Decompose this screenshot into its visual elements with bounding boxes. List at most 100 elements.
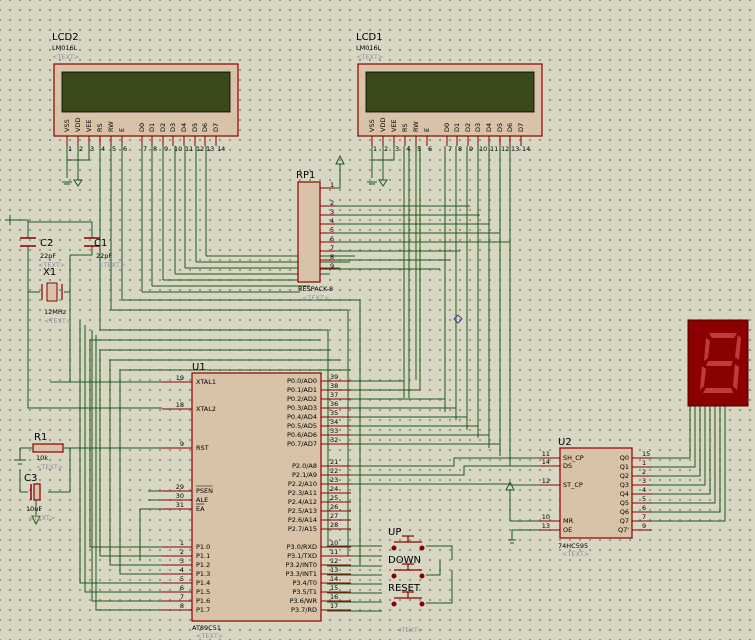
lcd1-pin-num: 4 [406,145,410,153]
u1-pin-num: 30 [176,492,184,500]
button-contact-icon [419,545,425,551]
u1-pin-num: 27 [330,512,338,520]
u1-body [191,372,322,622]
lcd1-pin-name: RW [412,121,420,132]
u1-pin-name: XTAL1 [196,378,216,386]
lcd2-pin-name: D7 [212,123,220,132]
lcd2-pin-num: 4 [101,145,105,153]
u1-pin-num: 36 [330,400,338,408]
lcd1-pin-num: 6 [428,145,432,153]
x1-crystal [46,282,58,302]
u1-pin-num: 38 [330,382,338,390]
rp1-model: RESPACK-8 [298,285,333,293]
c3-value: 10uF [26,505,42,513]
u2-pin-num: 9 [642,522,646,530]
u2-pin-name: Q2 [620,472,629,480]
push-button-down[interactable]: DOWN [388,555,425,579]
rp1-text: <TEXT> [302,294,329,302]
u2-pin-num: 3 [642,477,646,485]
u1-pin-name: P1.1 [196,552,210,560]
lcd2-pin-name: RW [107,121,115,132]
u2-pin-num: 5 [642,495,646,503]
c2-value: 22pF [40,252,56,260]
lcd1-ref: LCD1 [356,32,383,43]
u1-pin-num: 34 [330,418,338,426]
rp1-pin-num: 5 [330,226,334,234]
lcd2-screen [61,71,231,113]
u1-pin-name: EA [196,505,205,513]
lcd1-pin-num: 3 [395,145,399,153]
lcd1-pin-num: 1 [373,145,377,153]
u2-pin-num: 1 [642,459,646,467]
u1-pin-num: 15 [330,584,338,592]
c3-ref: C3 [24,473,37,484]
u1-pin-name: P1.6 [196,597,210,605]
c1-ref: C1 [94,238,107,249]
lcd1-pin-num: 14 [522,145,530,153]
u2-pin-name: SH_CP [563,454,584,462]
u1-pin-num: 28 [330,521,338,529]
c2-ref: C2 [40,238,53,249]
u1-pin-name: P0.6/AD6 [287,431,317,439]
u2-pin-num: 11 [542,450,550,458]
rp1-ref: RP1 [296,170,315,181]
r1-text: <TEXT> [36,463,63,471]
lcd1-pin-num: 12 [501,145,509,153]
u1-pin-num: 17 [330,602,338,610]
r1-body [32,443,64,453]
u1-pin-num: 39 [330,373,338,381]
lcd2-pin-num: 13 [206,145,214,153]
lcd2-pin-num: 14 [217,145,225,153]
c1: C1 22pF <TEXT> [84,237,125,269]
lcd1-pin-num: 2 [384,145,388,153]
lcd1-pin-name: RS [401,123,409,132]
r1-value: 10k [36,454,48,462]
lcd1-text: <TEXT> [356,53,383,61]
lcd1-pin-name: D3 [474,123,482,132]
u2-pin-name: OE [563,526,572,534]
u1-right-pins: 39P0.0/AD038P0.1/AD137P0.2/AD236P0.3/AD3… [286,373,351,614]
x1-ref: X1 [43,267,56,278]
u1-pin-name: P2.7/A15 [288,525,317,533]
u1-pin-name: P2.4/A12 [288,498,317,506]
lcd1-pin-name: D7 [517,123,525,132]
lcd1: LCD1 LM016L <TEXT> VSS1VDD2VEE3RS4RW5E6D… [356,32,543,153]
button-label: RESET [388,583,421,594]
u1-pin-num: 10 [330,539,338,547]
lcd2-pin-name: D3 [169,123,177,132]
u1-pin-num: 5 [180,575,184,583]
lcd2-pin-name: D5 [191,123,199,132]
lcd1-model: LM016L [356,44,382,52]
u1-pin-name: P0.1/AD1 [287,386,317,394]
lcd1-pin-name: D0 [443,123,451,132]
u2-pin-name: Q5 [620,499,629,507]
u1-pin-name: P3.5/T1 [292,588,317,596]
u1-pin-name: P0.7/AD7 [287,440,317,448]
push-button-reset[interactable]: RESET<TEXT> [388,583,425,634]
lcd2-pin-name: D2 [159,123,167,132]
lcd2-pin-name: D1 [148,123,156,132]
u1-pin-name: P2.1/A9 [292,471,317,479]
u1-pin-name: P3.7/RD [291,606,317,614]
rp1-pin-num: 4 [330,217,334,225]
u1-pin-name: P1.2 [196,561,210,569]
wires [5,146,726,612]
rp1-pin-num: 2 [330,199,334,207]
u1-pin-num: 37 [330,391,338,399]
u1-pin-name: XTAL2 [196,405,216,413]
u1-pin-num: 29 [176,483,184,491]
u1-pin-num: 13 [330,566,338,574]
rp1-body [297,181,321,283]
u1-pin-num: 25 [330,494,338,502]
u1-pin-num: 2 [180,548,184,556]
lcd2-pin-name: D6 [201,123,209,132]
u2-pin-num: 6 [642,504,646,512]
push-button-up[interactable]: UP [388,527,425,551]
lcd2-pin-num: 8 [153,145,157,153]
u1-pin-name: P0.3/AD3 [287,404,317,412]
lcd2-pins: VSS1VDD2VEE3RS4RW5E6D07D18D29D310D411D51… [63,118,225,153]
u2-ref: U2 [558,437,572,448]
u2-pin-num: 4 [642,486,646,494]
lcd2-ref: LCD2 [52,32,79,43]
